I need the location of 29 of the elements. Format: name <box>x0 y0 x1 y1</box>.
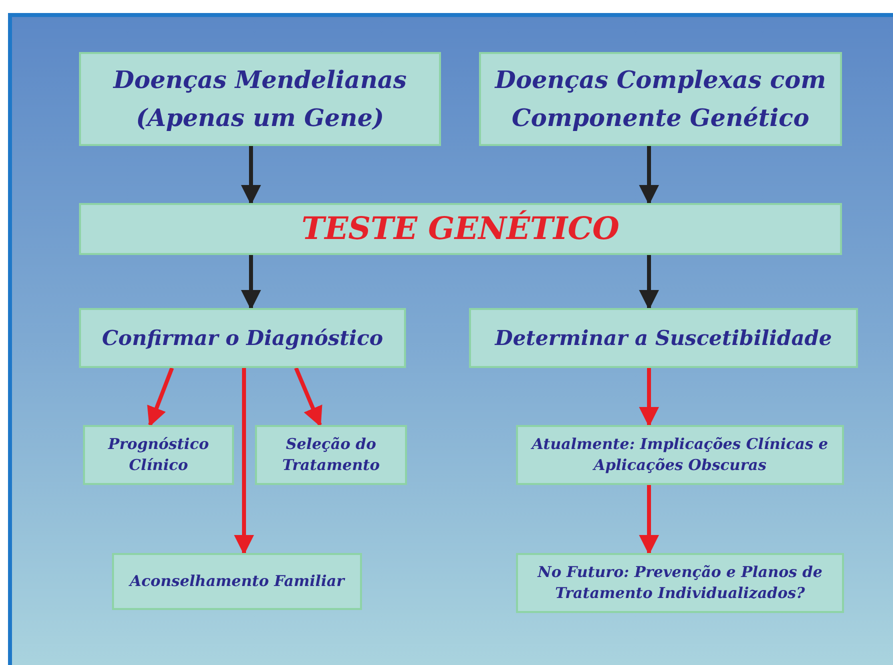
arrow <box>639 255 659 310</box>
arrow <box>639 146 659 205</box>
process-box <box>79 308 406 368</box>
arrow <box>294 367 322 427</box>
node-text: No Futuro: Prevenção e Planos de Tratamento Individualizados? <box>536 562 824 604</box>
arrow <box>234 368 254 555</box>
node-text: Prognóstico Clínico <box>106 434 210 476</box>
arrow <box>147 367 174 427</box>
node-text: Atualmente: Implicações Clínicas e Aplicações Obscuras <box>530 434 830 476</box>
process-box <box>79 52 441 146</box>
process-box <box>516 553 844 613</box>
process-box <box>516 425 844 485</box>
node-text: TESTE GENÉTICO <box>302 212 620 246</box>
process-box <box>479 52 842 146</box>
arrow <box>639 368 659 427</box>
process-box <box>112 553 362 610</box>
node-text: Seleção do Tratamento <box>281 434 381 476</box>
title-banner <box>79 203 842 255</box>
arrow <box>639 485 659 555</box>
arrow <box>241 146 261 205</box>
process-box <box>83 425 234 485</box>
node-text: Doenças Complexas com Componente Genético <box>494 64 827 134</box>
node-text: Doenças Mendelianas (Apenas um Gene) <box>112 64 408 134</box>
process-box <box>255 425 407 485</box>
node-text: Aconselhamento Familiar <box>130 572 344 592</box>
node-text: Determinar a Suscetibilidade <box>495 326 832 350</box>
node-text: Confirmar o Diagnóstico <box>102 326 384 350</box>
arrow <box>241 255 261 310</box>
process-box <box>469 308 858 368</box>
